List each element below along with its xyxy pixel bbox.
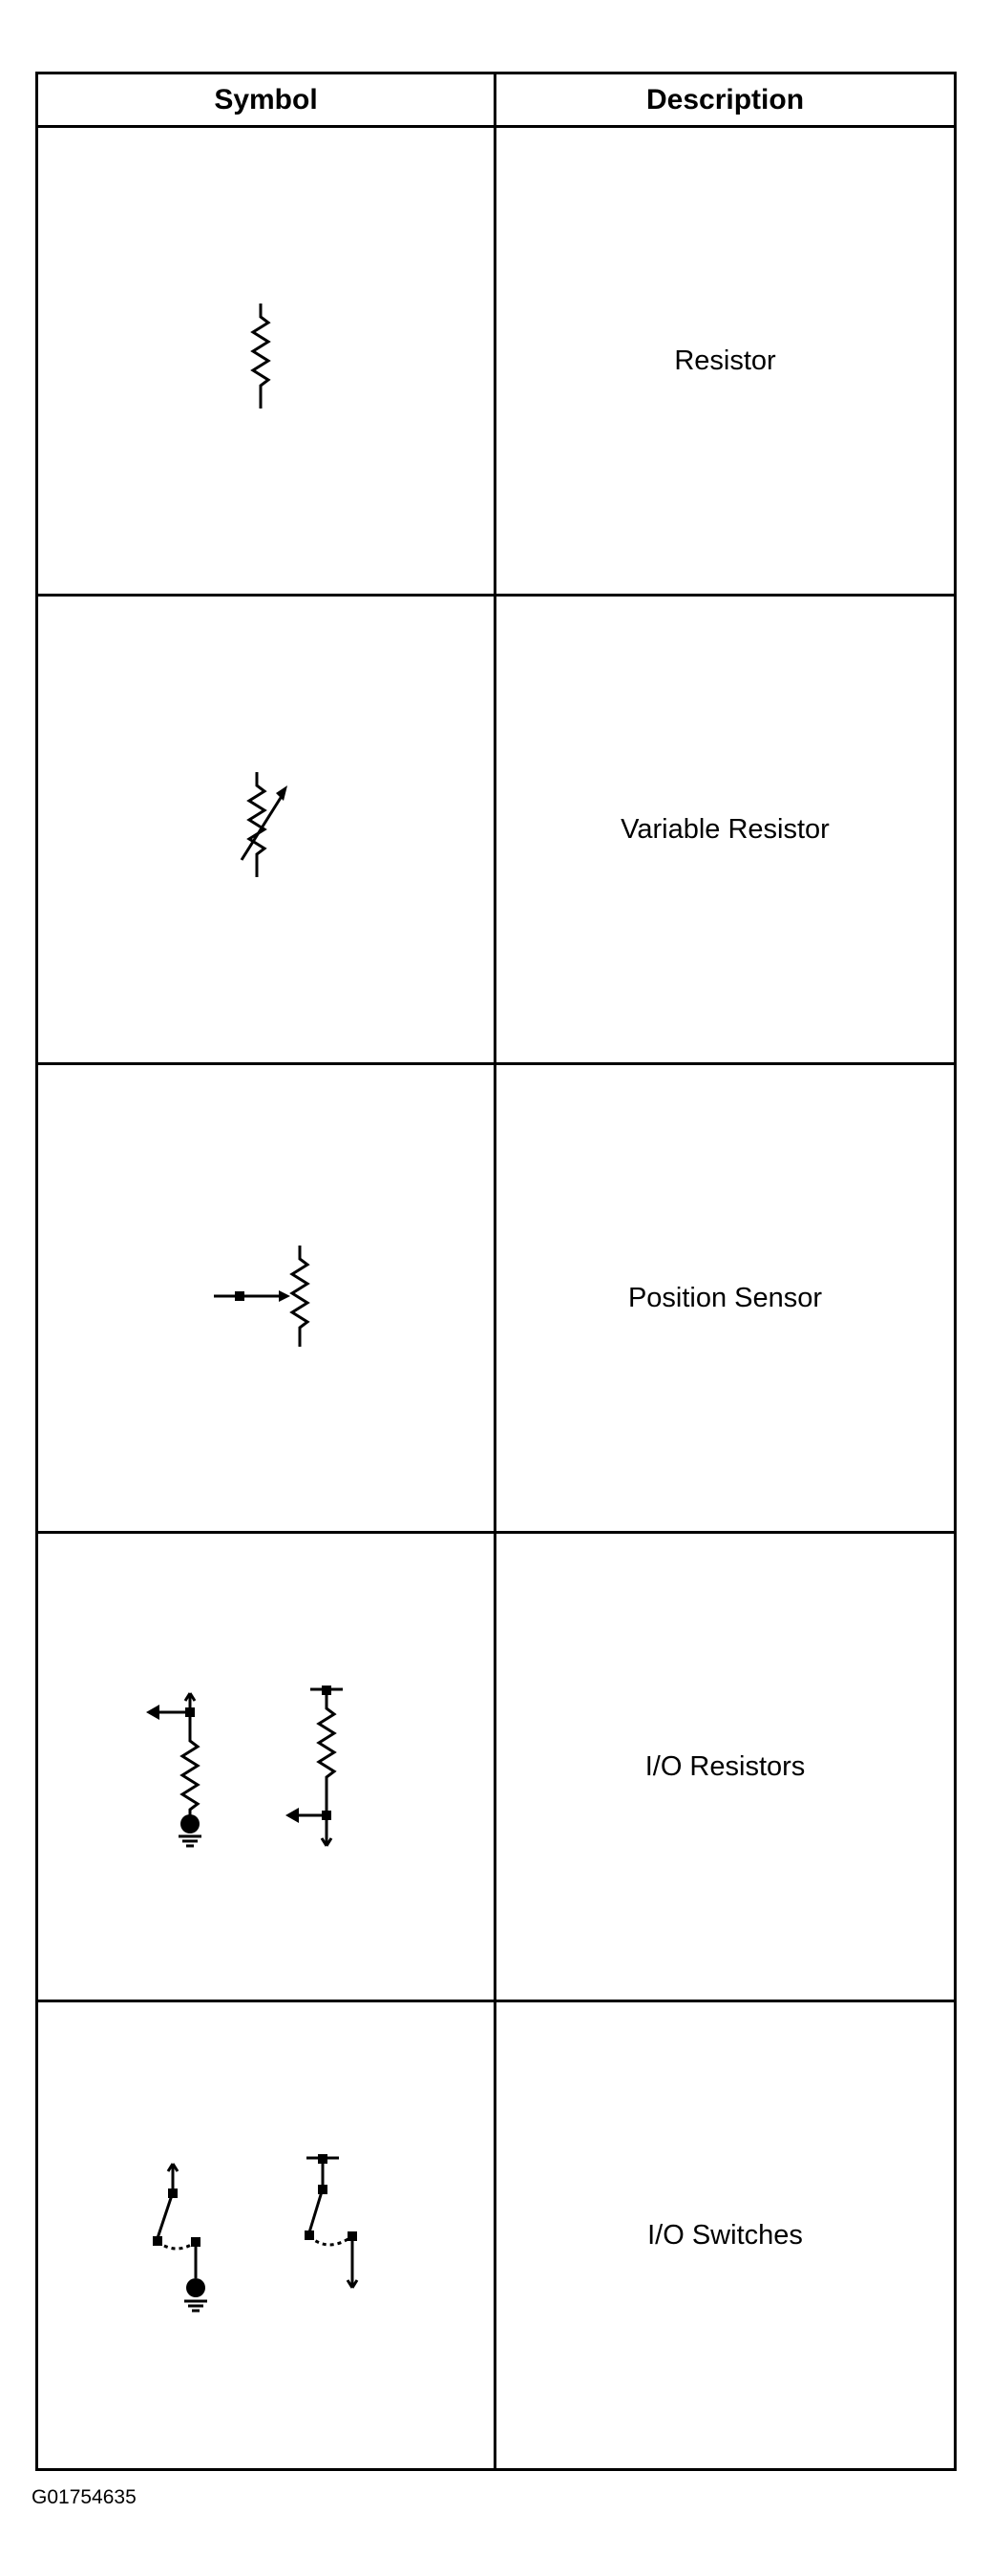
table-row: I/O Resistors [35,1531,957,2002]
description-cell: I/O Switches [494,2000,957,2471]
symbol-column-header: Symbol [35,72,496,128]
header-row: Symbol Description [35,72,957,128]
table-row: Resistor [35,125,957,597]
variable-resistor-icon [240,772,287,877]
description-cell: Variable Resistor [494,594,957,1065]
description-cell: Position Sensor [494,1062,957,1534]
description-column-header: Description [494,72,957,128]
symbol-table: Symbol Description Resistor [35,72,957,2471]
table-row: I/O Switches [35,2000,957,2471]
symbol-cell [35,2000,496,2471]
figure-id: G01754635 [32,2486,137,2508]
table-row: Variable Resistor [35,594,957,1065]
table-row: Position Sensor [35,1062,957,1534]
description-cell: Resistor [494,125,957,597]
symbol-cell [35,594,496,1065]
description-cell: I/O Resistors [494,1531,957,2002]
io-resistors-icon [145,1686,343,1848]
position-sensor-icon [213,1246,310,1347]
symbol-cell [35,1062,496,1534]
symbol-cell [35,125,496,597]
resistor-icon [249,304,271,408]
symbol-cell [35,1531,496,2002]
io-switches-icon [152,2154,358,2313]
